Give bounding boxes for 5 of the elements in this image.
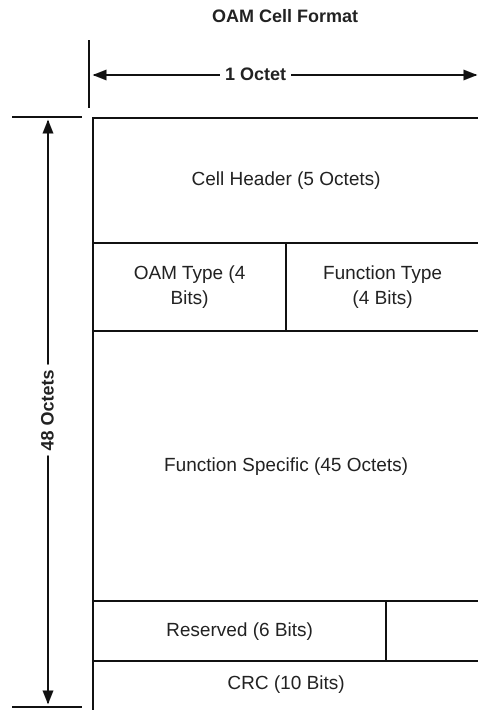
crc-field: CRC (10 Bits): [92, 660, 478, 710]
header-field: Cell Header (5 Octets): [92, 117, 478, 244]
payload-field: Function Specific (45 Octets): [92, 330, 478, 602]
diagram-title: OAM Cell Format: [210, 6, 359, 27]
reserved-field: Reserved (6 Bits): [92, 600, 387, 662]
